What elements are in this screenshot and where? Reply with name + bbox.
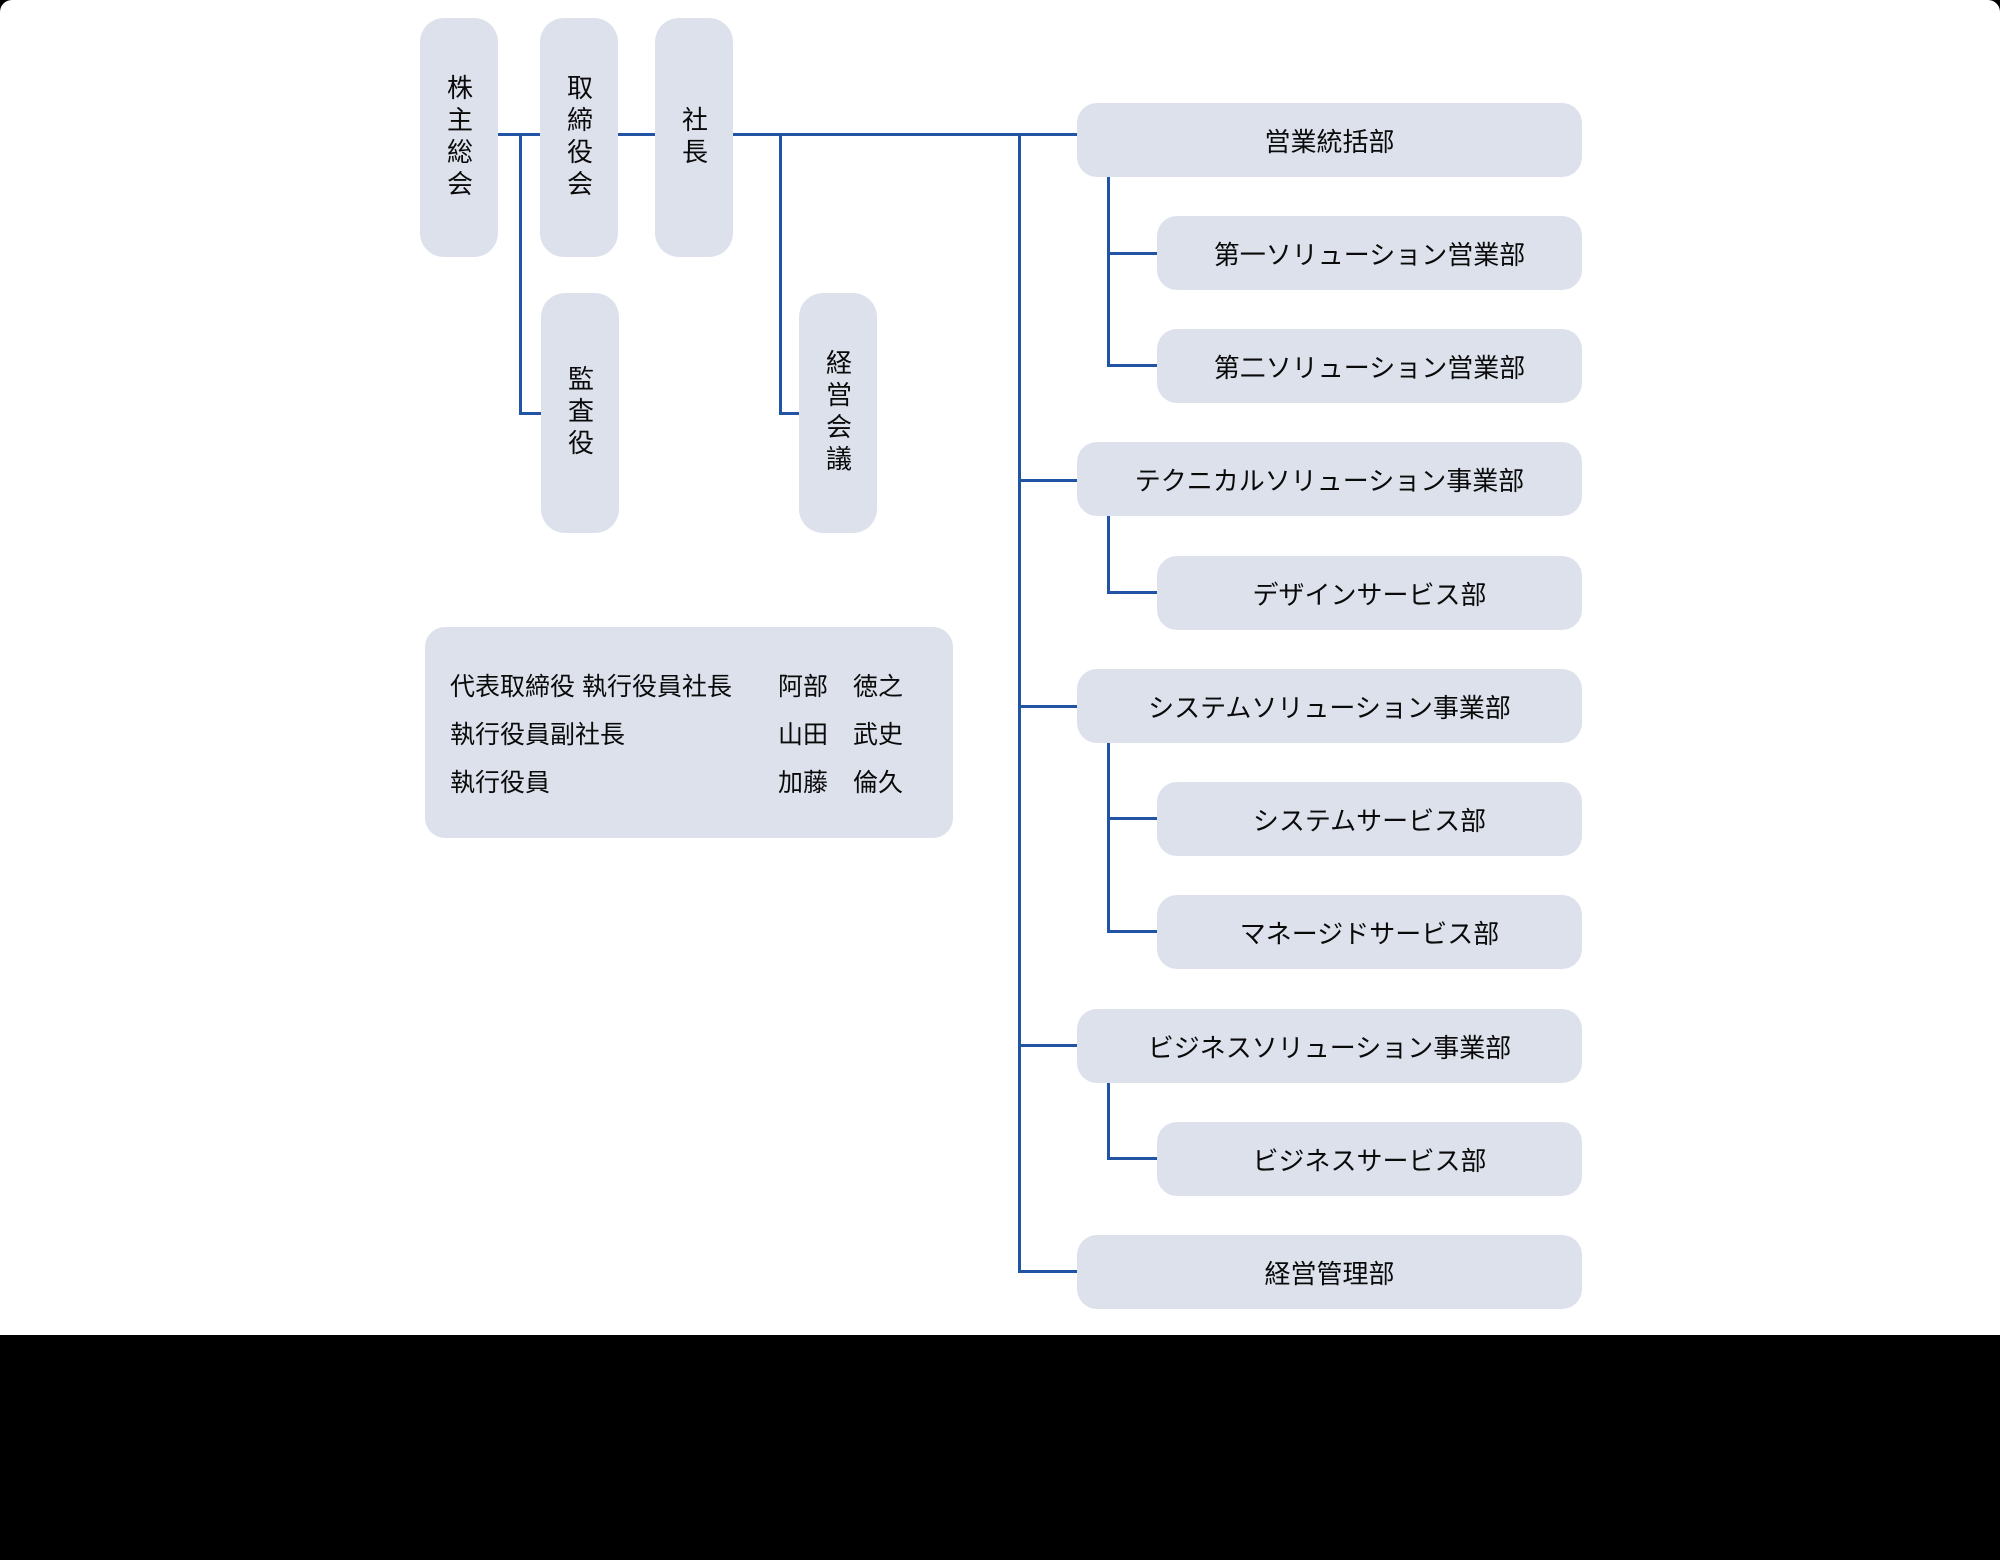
box-dept-managed-service: マネージドサービス部	[1157, 895, 1582, 969]
executive-name: 阿部 徳之	[778, 673, 904, 701]
dept-label: 営業統括部	[1264, 126, 1395, 157]
box-auditor: 監査役	[541, 293, 619, 533]
dept-label: テクニカルソリューション事業部	[1134, 465, 1525, 496]
connector-stub-technical	[1018, 479, 1079, 482]
connector-stub-systemservice	[1107, 817, 1160, 820]
executives-box: 代表取締役 執行役員社長 阿部 徳之 執行役員副社長 山田 武史 執行役員 加藤…	[425, 627, 953, 838]
box-dept-system-solution: システムソリューション事業部	[1077, 669, 1582, 743]
box-dept-first-solution-sales: 第一ソリューション営業部	[1157, 216, 1582, 290]
connector-council-vertical	[779, 133, 782, 415]
connector-auditor-stub	[519, 412, 543, 415]
connector-subtrunk-sales	[1107, 176, 1110, 367]
box-management-council: 経営会議	[799, 293, 877, 533]
box-dept-business-solution: ビジネスソリューション事業部	[1077, 1009, 1582, 1083]
connector-trunk-vertical	[1018, 133, 1021, 1273]
president-label: 社長	[678, 105, 709, 170]
box-shareholders-meeting: 株主総会	[420, 18, 498, 257]
management-council-label: 経営会議	[822, 349, 853, 477]
connector-stub-system	[1018, 705, 1079, 708]
executive-row: 執行役員 加藤 倫久	[425, 757, 953, 805]
dept-label: 第一ソリューション営業部	[1213, 239, 1526, 270]
shareholders-meeting-label: 株主総会	[443, 73, 474, 202]
box-president: 社長	[655, 18, 733, 257]
box-dept-system-service: システムサービス部	[1157, 782, 1582, 856]
bottom-black-bar	[0, 1335, 2000, 1560]
board-of-directors-label: 取締役会	[563, 73, 594, 202]
box-dept-technical-solution: テクニカルソリューション事業部	[1077, 442, 1582, 516]
dept-label: 第二ソリューション営業部	[1213, 352, 1526, 383]
dept-label: デザインサービス部	[1252, 579, 1487, 610]
executive-row: 代表取締役 執行役員社長 阿部 徳之	[425, 661, 953, 709]
connector-stub-businessservice	[1107, 1157, 1160, 1160]
box-dept-second-solution-sales: 第二ソリューション営業部	[1157, 329, 1582, 403]
dept-label: ビジネスソリューション事業部	[1147, 1032, 1512, 1063]
executive-row: 執行役員副社長 山田 武史	[425, 709, 953, 757]
connector-subtrunk-business	[1107, 1082, 1110, 1160]
connector-stub-sales1	[1107, 252, 1160, 255]
executive-name: 加藤 倫久	[778, 769, 904, 797]
executive-title: 代表取締役 執行役員社長	[450, 673, 732, 701]
executive-name: 山田 武史	[778, 721, 904, 749]
dept-label: 経営管理部	[1264, 1258, 1395, 1289]
dept-label: システムサービス部	[1252, 805, 1487, 836]
connector-main-horizontal	[497, 133, 1079, 136]
box-dept-design-service: デザインサービス部	[1157, 556, 1582, 630]
executive-title: 執行役員副社長	[450, 721, 626, 749]
connector-council-stub	[779, 412, 801, 415]
connector-subtrunk-technical	[1107, 515, 1110, 594]
chart-canvas: 株主総会 取締役会 社長 監査役 経営会議 代表取締役 執行役員社長 阿部 徳之…	[0, 0, 2000, 1335]
box-dept-management-admin: 経営管理部	[1077, 1235, 1582, 1309]
box-dept-sales-supervision: 営業統括部	[1077, 103, 1582, 177]
dept-label: システムソリューション事業部	[1148, 692, 1511, 723]
box-dept-business-service: ビジネスサービス部	[1157, 1122, 1582, 1196]
connector-stub-managedservice	[1107, 930, 1160, 933]
box-board-of-directors: 取締役会	[540, 18, 618, 257]
connector-auditor-vertical	[519, 133, 522, 415]
executive-title: 執行役員	[450, 769, 551, 797]
connector-stub-sales2	[1107, 364, 1160, 367]
connector-subtrunk-system	[1107, 742, 1110, 933]
connector-stub-business	[1018, 1044, 1079, 1047]
auditor-label: 監査役	[564, 365, 595, 461]
connector-stub-design	[1107, 591, 1160, 594]
dept-label: マネージドサービス部	[1239, 918, 1500, 949]
connector-stub-admin	[1018, 1270, 1079, 1273]
dept-label: ビジネスサービス部	[1252, 1145, 1487, 1176]
